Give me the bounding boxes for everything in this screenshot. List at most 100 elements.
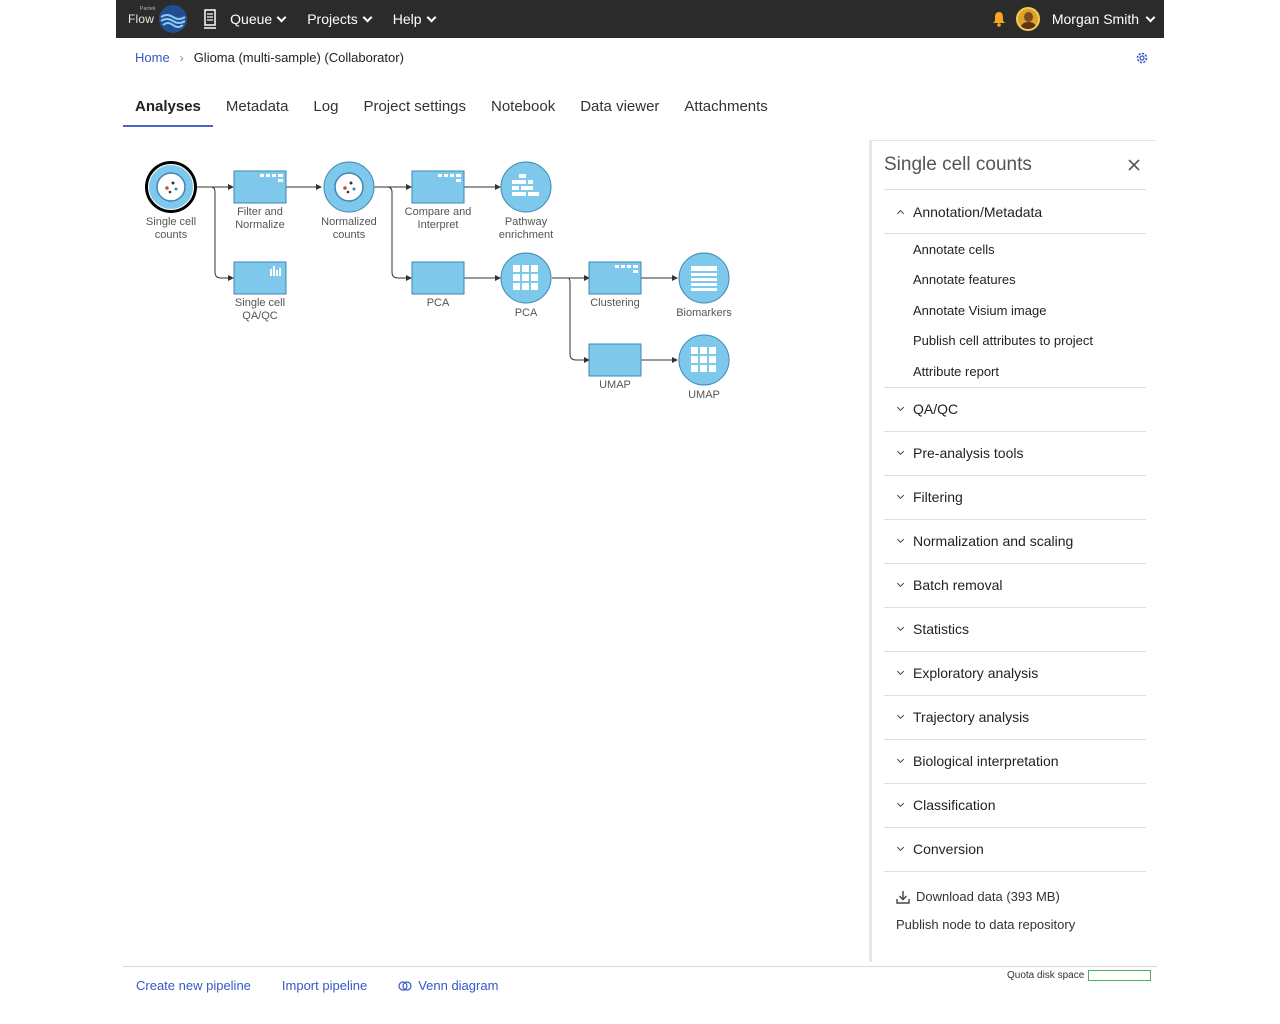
tab-log[interactable]: Log bbox=[313, 98, 339, 115]
node-label: PCA bbox=[514, 307, 538, 319]
menu-annotate-features[interactable]: Annotate features bbox=[913, 272, 1016, 288]
gear-icon[interactable] bbox=[1135, 51, 1149, 65]
logo-main-text: Flow bbox=[128, 12, 155, 26]
download-data-label: Download data (393 MB) bbox=[916, 889, 1060, 904]
section-label: Exploratory analysis bbox=[913, 665, 1039, 681]
chevron-down-icon bbox=[896, 755, 905, 764]
close-icon[interactable] bbox=[1126, 157, 1142, 173]
section-annotation-metadata[interactable]: Annotation/Metadata bbox=[884, 189, 1146, 233]
server-icon[interactable] bbox=[204, 9, 217, 29]
menu-publish-cell-attributes[interactable]: Publish cell attributes to project bbox=[913, 333, 1093, 349]
chevron-down-icon bbox=[896, 491, 905, 500]
task-menu-panel: Single cell counts Annotation/Metadata A… bbox=[869, 140, 1156, 962]
import-pipeline-link[interactable]: Import pipeline bbox=[281, 978, 368, 993]
section-filtering[interactable]: Filtering bbox=[884, 474, 1146, 519]
publish-node-link[interactable]: Publish node to data repository bbox=[896, 917, 1076, 932]
section-label: Biological interpretation bbox=[913, 753, 1059, 769]
nav-help[interactable]: Help bbox=[393, 11, 437, 27]
bottom-actions: Create new pipeline Import pipeline Venn… bbox=[136, 978, 529, 993]
section-biological-interpretation[interactable]: Biological interpretation bbox=[884, 738, 1146, 783]
node-single-cell-counts[interactable] bbox=[145, 161, 197, 213]
chevron-down-icon bbox=[896, 535, 905, 544]
pipeline-connections bbox=[145, 161, 730, 386]
chevron-up-icon bbox=[896, 209, 905, 217]
node-label: Compare and Interpret bbox=[404, 206, 472, 231]
section-qaqc[interactable]: QA/QC bbox=[884, 386, 1146, 431]
node-label: UMAP bbox=[599, 379, 631, 391]
breadcrumb: Home › Glioma (multi-sample) (Collaborat… bbox=[135, 50, 404, 65]
menu-annotate-visium-image[interactable]: Annotate Visium image bbox=[913, 302, 1047, 318]
node-label: Single cell QA/QC bbox=[234, 297, 286, 322]
node-normalized-counts[interactable] bbox=[323, 161, 375, 213]
nav-queue[interactable]: Queue bbox=[230, 11, 287, 27]
node-pathway-enrichment[interactable] bbox=[500, 161, 552, 213]
logo-wave-icon bbox=[159, 5, 188, 33]
tab-project-settings[interactable]: Project settings bbox=[363, 98, 466, 115]
tab-metadata[interactable]: Metadata bbox=[225, 98, 289, 115]
node-label: Single cell counts bbox=[145, 216, 197, 241]
breadcrumb-home[interactable]: Home bbox=[135, 50, 170, 65]
task-clustering[interactable] bbox=[588, 261, 642, 295]
menu-annotate-cells[interactable]: Annotate cells bbox=[913, 241, 995, 257]
venn-diagram-link[interactable]: Venn diagram bbox=[398, 978, 498, 993]
node-pca[interactable] bbox=[500, 252, 552, 304]
tab-attachments[interactable]: Attachments bbox=[684, 98, 768, 115]
section-label: Annotation/Metadata bbox=[913, 203, 1043, 220]
logo-small-text: Partek bbox=[140, 6, 156, 12]
tab-analyses[interactable]: Analyses bbox=[123, 90, 213, 127]
section-exploratory-analysis[interactable]: Exploratory analysis bbox=[884, 650, 1146, 695]
panel-section-list: Annotation/Metadata Annotate cells Annot… bbox=[884, 189, 1146, 872]
section-pre-analysis-tools[interactable]: Pre-analysis tools bbox=[884, 430, 1146, 475]
node-label: UMAP bbox=[688, 389, 720, 401]
download-data-link[interactable]: Download data (393 MB) bbox=[896, 889, 1075, 904]
section-batch-removal[interactable]: Batch removal bbox=[884, 562, 1146, 607]
section-classification[interactable]: Classification bbox=[884, 782, 1146, 827]
bottom-divider bbox=[123, 966, 1157, 967]
chevron-down-icon[interactable] bbox=[1145, 12, 1156, 22]
node-umap[interactable] bbox=[678, 334, 730, 386]
bell-icon[interactable] bbox=[992, 11, 1006, 27]
tab-notebook[interactable]: Notebook bbox=[491, 98, 556, 115]
task-single-cell-qaqc[interactable] bbox=[233, 261, 287, 295]
node-label: PCA bbox=[426, 297, 450, 309]
section-divider bbox=[884, 870, 1146, 872]
task-compare-and-interpret[interactable] bbox=[411, 170, 465, 204]
create-new-pipeline-link[interactable]: Create new pipeline bbox=[136, 978, 251, 993]
user-name[interactable]: Morgan Smith bbox=[1051, 11, 1139, 27]
nav-projects[interactable]: Projects bbox=[307, 11, 373, 27]
chevron-down-icon bbox=[276, 12, 287, 22]
node-label: Biomarkers bbox=[676, 307, 732, 319]
section-trajectory-analysis[interactable]: Trajectory analysis bbox=[884, 694, 1146, 739]
chevron-down-icon bbox=[896, 447, 905, 456]
menu-attribute-report[interactable]: Attribute report bbox=[913, 363, 999, 379]
avatar[interactable] bbox=[1015, 7, 1040, 31]
chevron-down-icon bbox=[896, 579, 905, 588]
quota-bar bbox=[1088, 970, 1152, 981]
panel-title: Single cell counts bbox=[884, 154, 1032, 175]
section-label: Filtering bbox=[913, 489, 963, 505]
task-pca[interactable] bbox=[411, 261, 465, 295]
venn-diagram-label: Venn diagram bbox=[418, 978, 499, 993]
task-umap[interactable] bbox=[588, 343, 642, 377]
chevron-down-icon bbox=[896, 623, 905, 632]
tab-data-viewer[interactable]: Data viewer bbox=[580, 98, 660, 115]
section-label: Pre-analysis tools bbox=[913, 445, 1024, 461]
section-statistics[interactable]: Statistics bbox=[884, 606, 1146, 651]
section-label: Normalization and scaling bbox=[913, 533, 1074, 549]
panel-footer: Download data (393 MB) Publish node to d… bbox=[896, 889, 1075, 932]
section-normalization-and-scaling[interactable]: Normalization and scaling bbox=[884, 518, 1146, 563]
node-label: Clustering bbox=[590, 297, 640, 309]
task-filter-and-normalize[interactable] bbox=[233, 170, 287, 204]
nav-queue-label: Queue bbox=[230, 11, 273, 27]
tab-bar: Analyses Metadata Log Project settings N… bbox=[123, 90, 781, 127]
node-biomarkers[interactable] bbox=[678, 252, 730, 304]
section-label: Statistics bbox=[913, 621, 970, 637]
section-label: Classification bbox=[913, 797, 996, 813]
section-conversion[interactable]: Conversion bbox=[884, 826, 1146, 871]
venn-diagram-icon bbox=[398, 980, 412, 991]
nav-projects-label: Projects bbox=[307, 11, 358, 27]
chevron-right-icon: › bbox=[179, 50, 184, 65]
breadcrumb-current: Glioma (multi-sample) (Collaborator) bbox=[193, 50, 404, 65]
